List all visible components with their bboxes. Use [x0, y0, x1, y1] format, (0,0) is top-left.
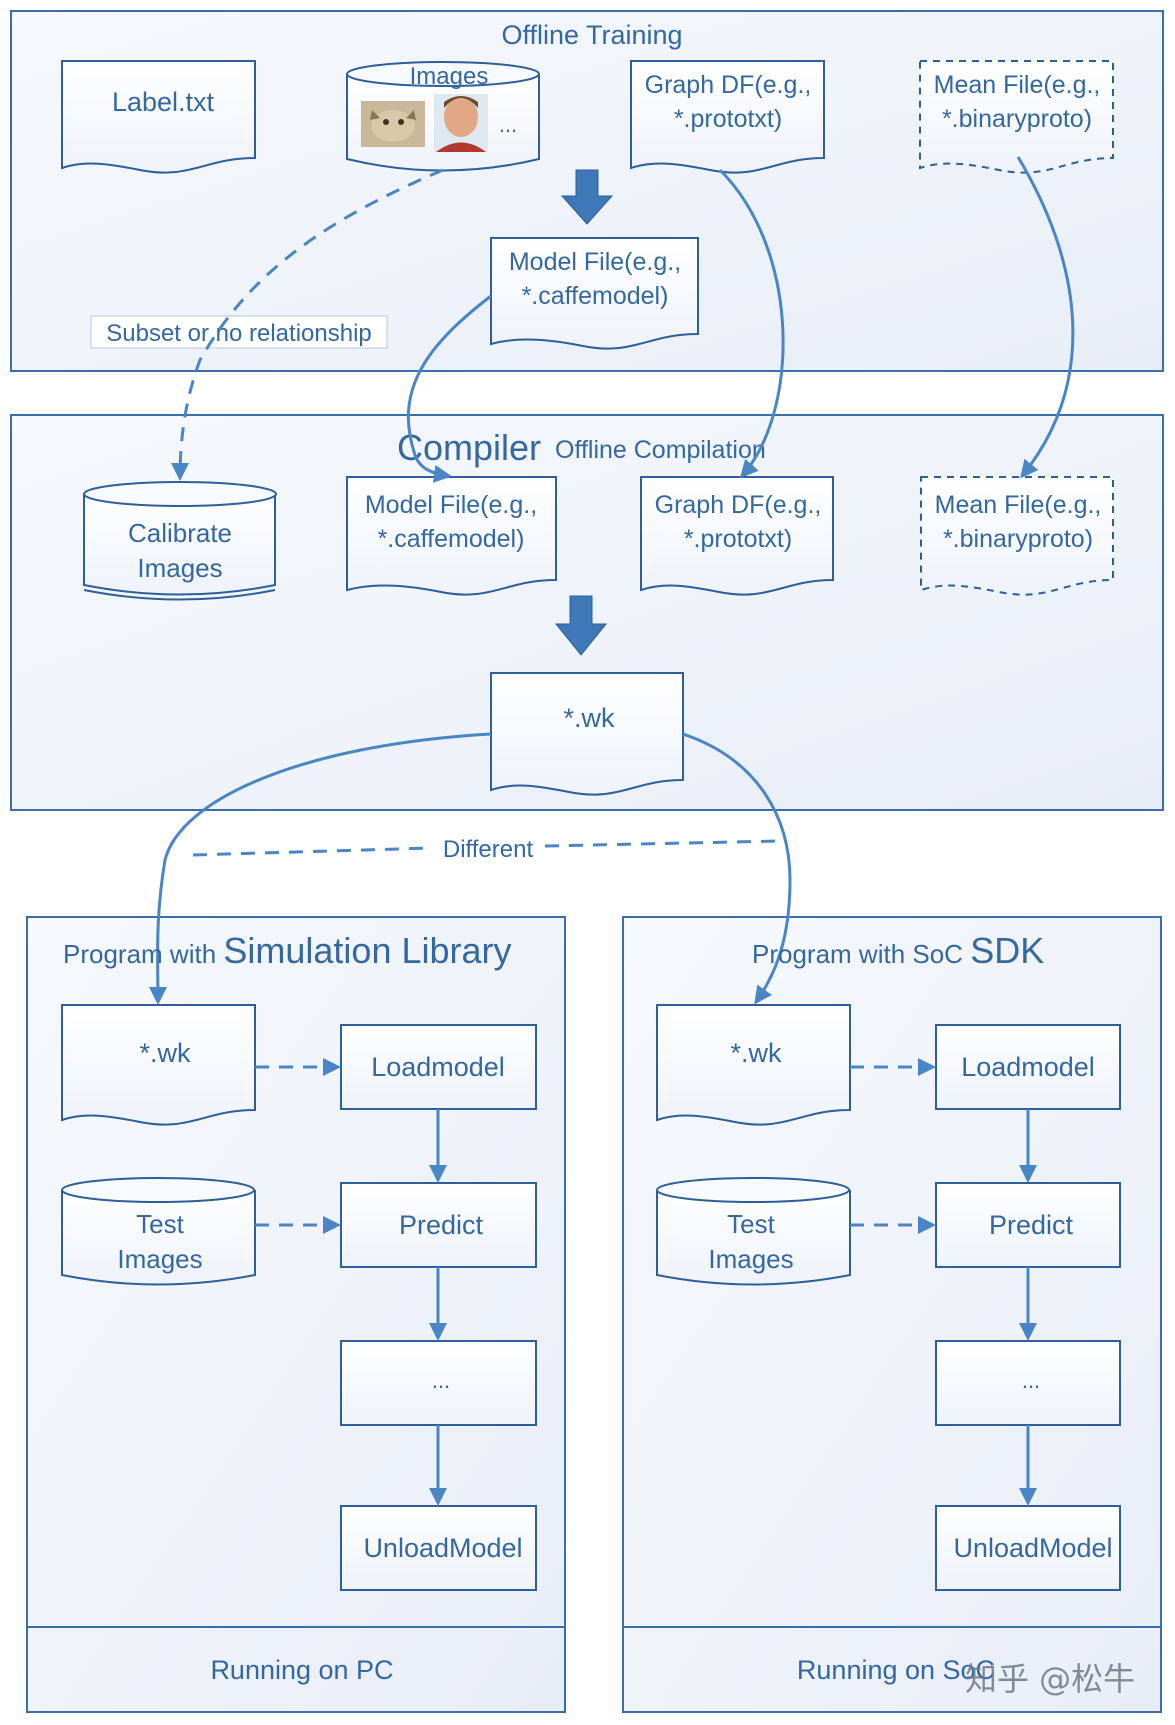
- graph-df-compile-line1: Graph DF(e.g.,: [655, 491, 822, 519]
- images-title: Images: [410, 63, 489, 90]
- soc-ellipsis-text: ...: [1022, 1368, 1040, 1393]
- wk-compile-text: *.wk: [563, 703, 615, 733]
- model-file-line2: *.caffemodel): [522, 282, 669, 310]
- compilation-subtitle: Offline Compilation: [555, 436, 766, 464]
- calibrate-line2: Images: [137, 553, 222, 583]
- sim-loadmodel-text: Loadmodel: [371, 1052, 505, 1082]
- test-images-sim-line1: Test: [136, 1209, 184, 1239]
- wk-simulation-text: *.wk: [139, 1038, 191, 1068]
- simulation-title: Program with Simulation Library: [63, 930, 512, 971]
- sim-ellipsis-box: [340, 1340, 537, 1426]
- cat-photo-thumbnail: [361, 101, 425, 147]
- face-photo-thumbnail: [434, 94, 488, 152]
- wk-node-simulation: *.wk: [61, 1004, 256, 1126]
- wk-node-soc: *.wk: [656, 1004, 851, 1126]
- mean-file-line2: *.binaryproto): [942, 105, 1092, 133]
- model-file-node-compile: Model File(e.g., *.caffemodel): [346, 476, 557, 596]
- model-file-compile-line2: *.caffemodel): [378, 525, 525, 553]
- graph-df-node-training: Graph DF(e.g., *.prototxt): [630, 60, 825, 174]
- wk-node-compile: *.wk: [490, 672, 684, 796]
- mean-file-compile-line2: *.binaryproto): [943, 525, 1093, 553]
- graph-df-compile-line2: *.prototxt): [684, 525, 792, 553]
- model-file-compile-line1: Model File(e.g.,: [365, 491, 537, 519]
- sim-unloadmodel-box: [340, 1505, 537, 1591]
- soc-unloadmodel-text: UnloadModel: [953, 1533, 1112, 1563]
- images-to-calibrate-connector: [171, 168, 444, 481]
- graphdf-to-compile-connector: [718, 168, 785, 479]
- meanfile-to-compile-connector: [1016, 156, 1075, 479]
- images-database-node: Images ...: [346, 61, 540, 172]
- compiler-title: Compiler: [397, 427, 541, 468]
- subset-note-box: [90, 315, 388, 349]
- test-images-soc-line2: Images: [708, 1244, 793, 1274]
- model-to-compile-connector: [406, 294, 492, 483]
- soc-loadmodel-text: Loadmodel: [961, 1052, 1095, 1082]
- graph-df-line1: Graph DF(e.g.,: [645, 71, 812, 99]
- sim-unloadmodel-text: UnloadModel: [363, 1533, 522, 1563]
- mean-file-node-training: Mean File(e.g., *.binaryproto): [919, 60, 1114, 174]
- zhihu-watermark: 知乎 @松牛: [965, 1660, 1135, 1698]
- calibrate-line1: Calibrate: [128, 518, 232, 548]
- soc-title: Program with SoC SDK: [752, 930, 1044, 971]
- soc-predict-text: Predict: [989, 1210, 1074, 1240]
- test-images-soc-line1: Test: [727, 1209, 775, 1239]
- soc-unloadmodel-box: [935, 1505, 1121, 1591]
- graph-df-line2: *.prototxt): [674, 105, 782, 133]
- soc-ellipsis-box: [935, 1340, 1121, 1426]
- wk-to-simulation-connector: [148, 732, 492, 1005]
- mean-file-compile-line1: Mean File(e.g.,: [935, 491, 1102, 519]
- graph-df-node-compile: Graph DF(e.g., *.prototxt): [640, 476, 834, 596]
- soc-footer: Running on SoC: [797, 1655, 995, 1685]
- label-file-node: Label.txt: [61, 60, 256, 174]
- test-images-sim-line2: Images: [117, 1244, 202, 1274]
- model-file-line1: Model File(e.g.,: [509, 248, 681, 276]
- model-file-node-training: Model File(e.g., *.caffemodel): [490, 237, 699, 350]
- test-images-node-simulation: Test Images: [61, 1177, 256, 1286]
- calibrate-images-node: Calibrate Images: [83, 481, 277, 601]
- subset-note-text: Subset or no relationship: [106, 320, 372, 347]
- soc-loadmodel-box: [935, 1024, 1121, 1110]
- mean-file-line1: Mean File(e.g.,: [934, 71, 1101, 99]
- sim-loadmodel-box: [340, 1024, 537, 1110]
- sim-predict-text: Predict: [399, 1210, 484, 1240]
- wk-to-soc-connector: [682, 732, 792, 1005]
- label-file-text: Label.txt: [112, 87, 215, 117]
- soc-predict-box: [935, 1182, 1121, 1268]
- training-big-arrow: [560, 169, 614, 225]
- wk-soc-text: *.wk: [730, 1038, 782, 1068]
- different-label: Different: [443, 836, 534, 863]
- sim-predict-box: [340, 1182, 537, 1268]
- offline-training-title: Offline Training: [501, 20, 682, 50]
- sim-ellipsis-text: ...: [432, 1368, 450, 1393]
- simulation-footer: Running on PC: [210, 1655, 393, 1685]
- compile-big-arrow: [554, 595, 608, 656]
- images-more: ...: [499, 112, 517, 137]
- test-images-node-soc: Test Images: [656, 1177, 851, 1286]
- mean-file-node-compile: Mean File(e.g., *.binaryproto): [920, 476, 1114, 596]
